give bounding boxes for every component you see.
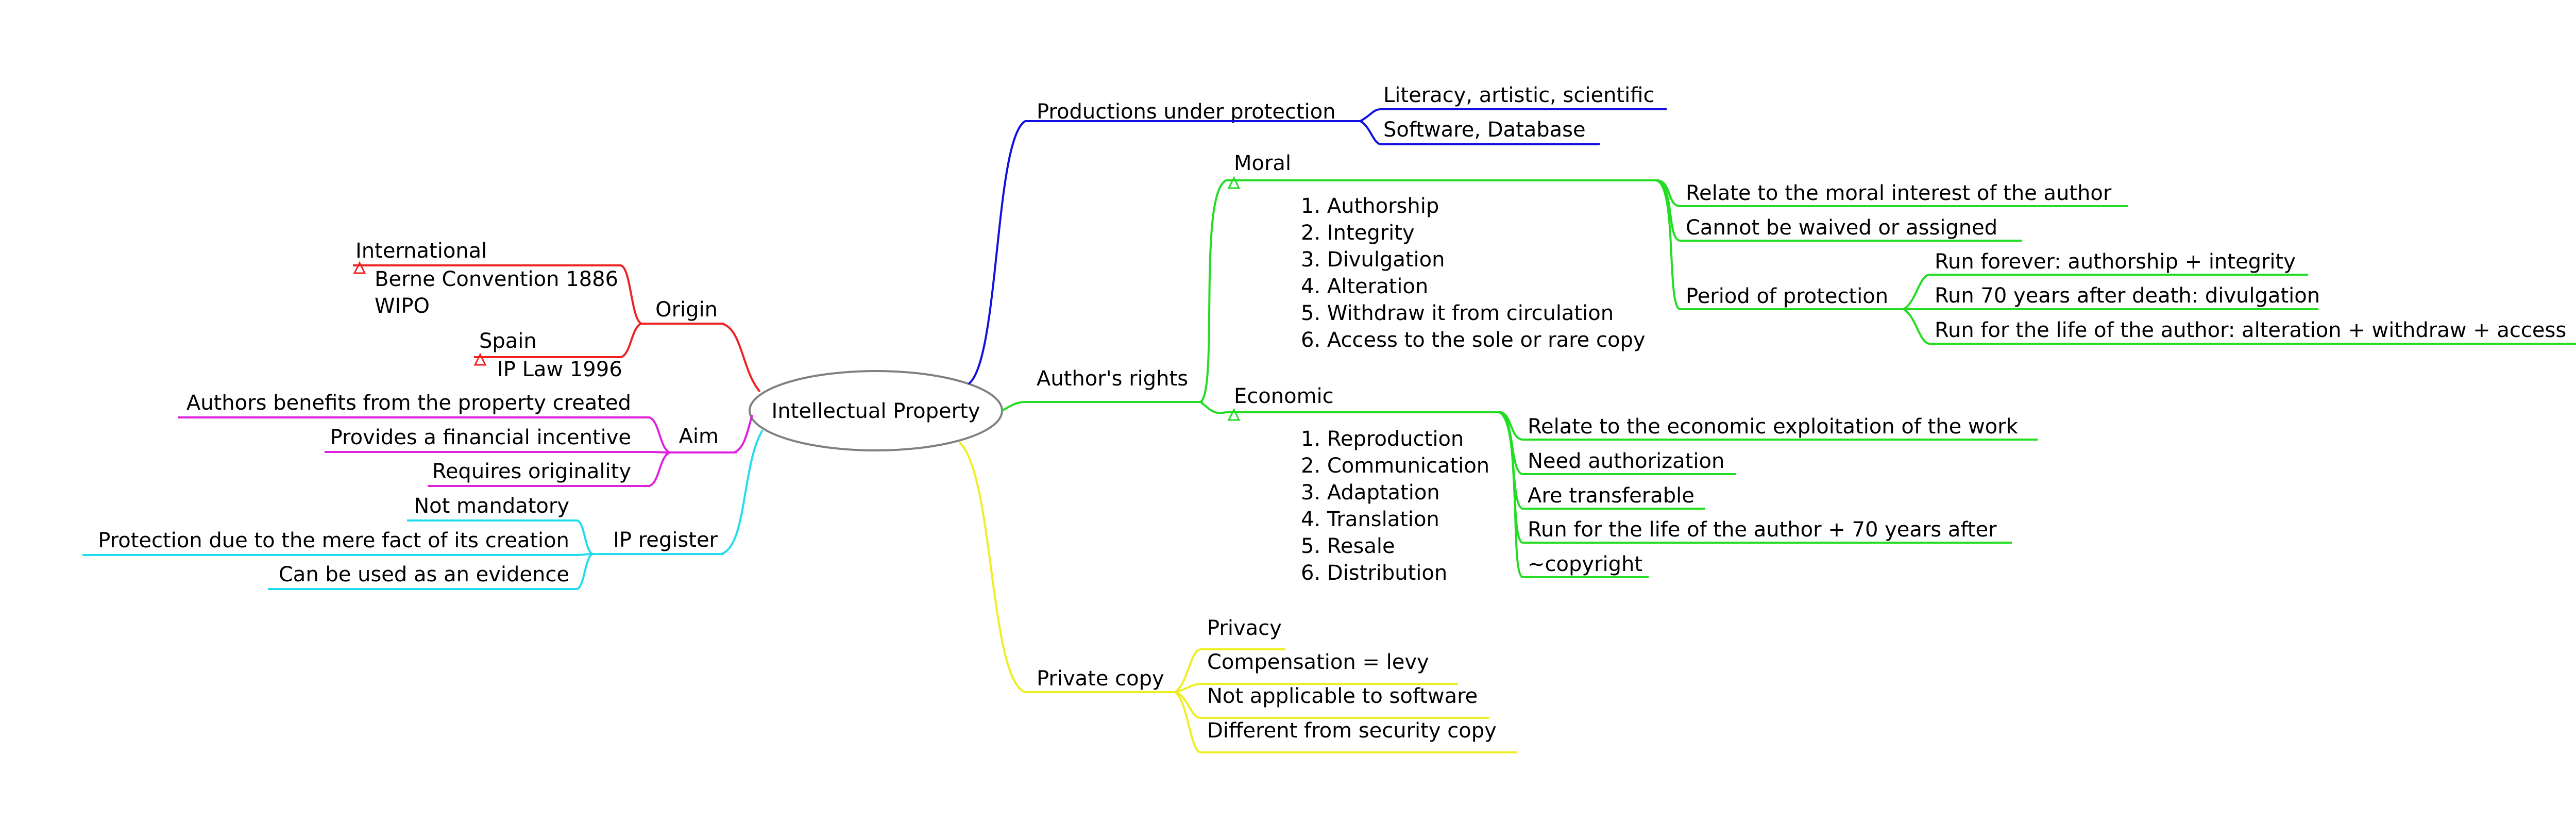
note-moral-line: 2. Integrity [1301,221,1415,245]
branch-origin: Origin International Berne Convention 18… [353,239,761,393]
edge-root-origin [721,323,761,393]
node-economic-life70[interactable]: Run for the life of the author + 70 year… [1528,518,1997,542]
branch-productions: Productions under protection Literacy, a… [968,83,1667,385]
node-period-70years[interactable]: Run 70 years after death: divulgation [1935,284,2320,308]
edge-origin-international [620,264,642,325]
note-economic-line: 4. Translation [1301,508,1439,531]
node-spain[interactable]: Spain [479,329,537,353]
node-private-privacy[interactable]: Privacy [1207,616,1282,640]
edge-ip-mandatory [577,519,594,555]
node-aim-incentive[interactable]: Provides a financial incentive [330,426,631,449]
note-international-line: Berne Convention 1886 [375,267,618,291]
edge-ip-evidence [576,553,594,590]
node-economic-transferable[interactable]: Are transferable [1528,484,1694,508]
note-international-line: WIPO [375,294,430,318]
node-economic-copyright[interactable]: ~copyright [1528,552,1642,576]
node-aim-benefits[interactable]: Authors benefits from the property creat… [187,391,631,415]
note-moral-line: 4. Alteration [1301,275,1428,298]
node-private-levy[interactable]: Compensation = levy [1207,650,1429,674]
edge-moral-period [1656,179,1681,310]
edge-private-software [1174,691,1201,719]
edge-root-private-copy [958,441,1026,693]
note-economic-line: 6. Distribution [1301,561,1447,585]
note-spain: IP Law 1996 [497,358,622,381]
edge-productions-software [1359,120,1381,145]
note-icon-economic[interactable] [1227,408,1241,421]
node-ip-mandatory[interactable]: Not mandatory [414,494,569,518]
root-node-label[interactable]: Intellectual Property [772,399,980,423]
node-period-of-protection[interactable]: Period of protection [1686,284,1888,308]
note-moral-line: 5. Withdraw it from circulation [1301,301,1614,325]
note-moral-line: 3. Divulgation [1301,248,1445,272]
node-ip-mere-fact[interactable]: Protection due to the mere fact of its c… [98,529,569,552]
note-international: Berne Convention 1886 WIPO [375,267,618,318]
node-literacy-artistic-scientific[interactable]: Literacy, artistic, scientific [1383,83,1654,107]
node-ip-evidence[interactable]: Can be used as an evidence [279,563,569,586]
node-aim[interactable]: Aim [679,425,719,448]
edge-private-levy [1174,683,1201,693]
node-moral-relate[interactable]: Relate to the moral interest of the auth… [1686,181,2112,205]
note-economic-line: 2. Communication [1301,454,1489,478]
node-economic[interactable]: Economic [1234,384,1334,408]
edge-period-forever [1903,274,1930,310]
branch-authors-rights: Author's rights Moral 1. Authorship 2. I… [1001,152,2576,585]
edge-productions-literacy [1360,108,1381,122]
node-moral-waived[interactable]: Cannot be waived or assigned [1686,216,1997,240]
note-icon-international[interactable] [353,261,366,274]
note-icon-moral[interactable] [1227,176,1241,189]
edge-root-ip-register [721,429,764,555]
note-economic-line: 3. Adaptation [1301,481,1440,505]
node-economic-authorization[interactable]: Need authorization [1528,449,1724,473]
note-economic: 1. Reproduction 2. Communication 3. Adap… [1301,427,1489,585]
note-moral-line: 6. Access to the sole or rare copy [1301,328,1646,352]
node-aim-originality[interactable]: Requires originality [432,460,631,483]
note-icon-spain[interactable] [473,352,487,366]
edge-authors-moral [1199,179,1227,403]
node-period-life[interactable]: Run for the life of the author: alterati… [1935,318,2566,342]
branch-aim: Aim Authors benefits from the property c… [178,391,753,487]
edge-root-authors-rights [1001,401,1026,412]
node-private-security[interactable]: Different from security copy [1207,719,1497,743]
edge-authors-economic [1199,401,1227,414]
node-origin[interactable]: Origin [655,298,718,322]
note-moral: 1. Authorship 2. Integrity 3. Divulgatio… [1301,194,1646,352]
node-private-copy[interactable]: Private copy [1037,667,1164,691]
node-authors-rights[interactable]: Author's rights [1037,367,1188,391]
note-spain-line: IP Law 1996 [497,358,622,381]
node-period-forever[interactable]: Run forever: authorship + integrity [1935,250,2296,274]
edge-origin-spain [620,323,642,358]
node-ip-register[interactable]: IP register [613,528,718,552]
edge-private-privacy [1174,648,1201,693]
node-international[interactable]: International [355,239,487,263]
edge-root-productions [968,120,1026,385]
node-private-software[interactable]: Not applicable to software [1207,684,1478,708]
edge-aim-benefits [649,416,671,454]
edge-private-security [1174,691,1201,753]
branch-ip-register: IP register Not mandatory Protection due… [82,429,764,590]
note-economic-line: 1. Reproduction [1301,427,1464,451]
edge-period-life [1903,308,1930,345]
edge-aim-originality [649,451,671,487]
node-software-database[interactable]: Software, Database [1383,118,1586,142]
node-moral[interactable]: Moral [1234,152,1291,175]
edge-root-aim [734,414,753,454]
node-productions[interactable]: Productions under protection [1037,100,1336,124]
edge-economic-copyright [1498,411,1523,578]
branch-private-copy: Private copy Privacy Compensation = levy… [958,441,1517,753]
node-economic-relate[interactable]: Relate to the economic exploitation of t… [1528,415,2019,439]
note-economic-line: 5. Resale [1301,534,1395,558]
note-moral-line: 1. Authorship [1301,194,1439,218]
